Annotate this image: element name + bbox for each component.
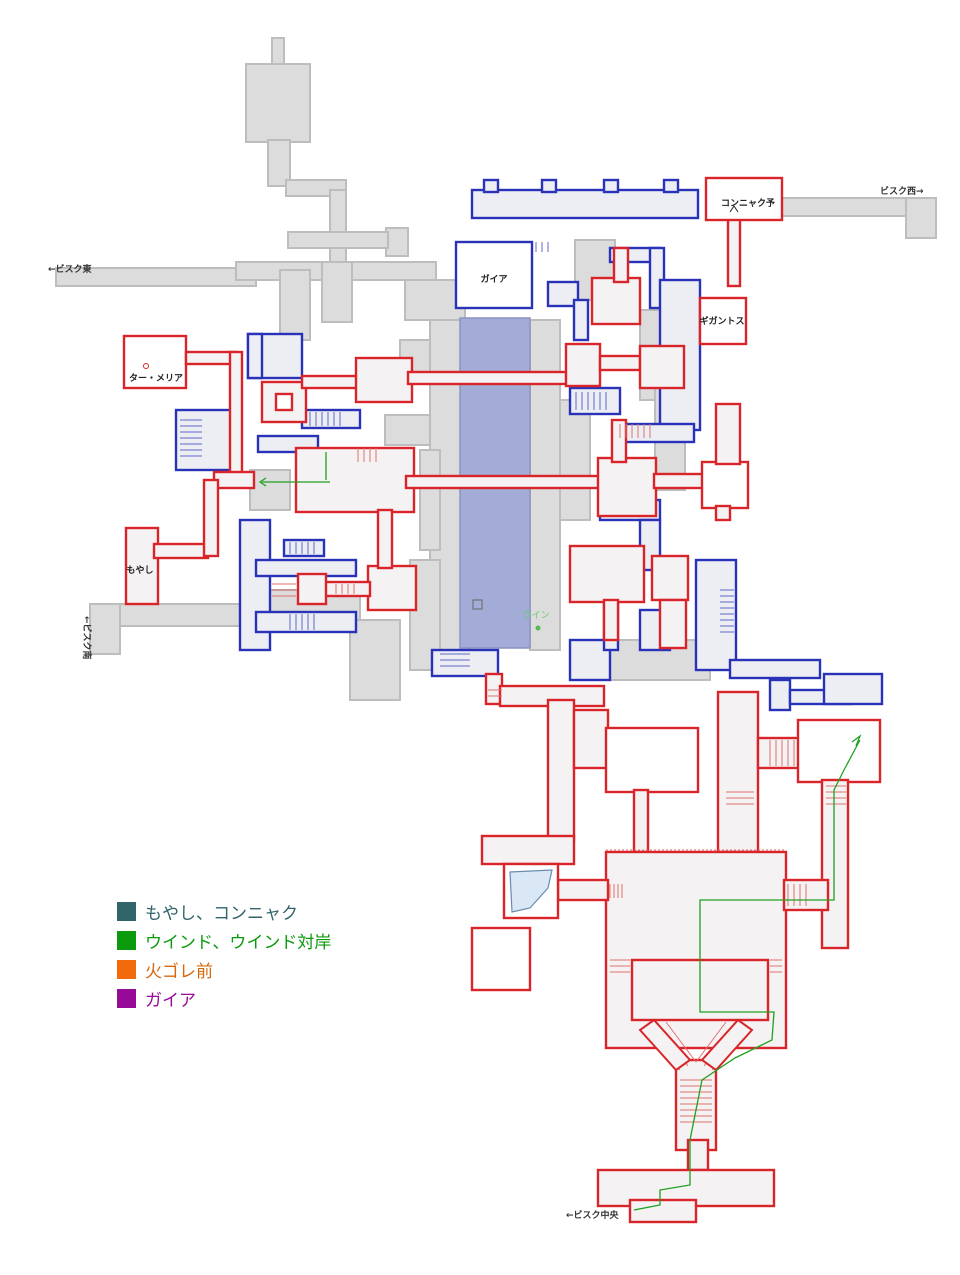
exit-label-bisque-center: ←ビスク中央	[566, 1209, 620, 1221]
legend-label: もやし、コンニャク	[145, 904, 298, 924]
stair-wing-left	[638, 1018, 692, 1072]
legend-label: 火ゴレ前	[145, 962, 213, 982]
blue-route	[174, 178, 884, 712]
tar-meria-marker	[143, 363, 149, 369]
legend: もやし、コンニャク ウインド、ウインド対岸 火ゴレ前 ガイア	[117, 897, 331, 1013]
room-label-gaia: ガイア	[480, 273, 507, 285]
legend-swatch	[117, 902, 136, 921]
room-label-moyashi: もやし	[126, 565, 153, 576]
pond	[509, 869, 553, 913]
legend-item-moyashi: もやし、コンニャク	[117, 897, 331, 926]
legend-label: ガイア	[145, 991, 196, 1011]
pool-marker	[472, 599, 483, 610]
room-label-konnyaku: コンニャク予	[721, 198, 775, 209]
legend-item-gaia: ガイア	[117, 984, 331, 1013]
room-label-wind: ウイン	[522, 610, 549, 621]
konnyaku-marker	[729, 205, 739, 213]
legend-label: ウインド、ウインド対岸	[145, 933, 332, 953]
exit-label-bisque-east: ←ビスク東	[48, 263, 92, 275]
stair-wing-right	[700, 1018, 754, 1072]
legend-swatch	[117, 960, 136, 979]
wind-marker	[535, 625, 541, 631]
wind-routes	[258, 452, 862, 1211]
legend-swatch	[117, 931, 136, 950]
legend-item-fire-golem: 火ゴレ前	[117, 955, 331, 984]
legend-swatch	[117, 989, 136, 1008]
legend-item-wind: ウインド、ウインド対岸	[117, 926, 331, 955]
room-label-gigantes: ギガントス	[699, 315, 744, 327]
exit-label-bisque-west: ビスク西→	[880, 185, 924, 197]
room-label-tar-meria: ター・メリア	[129, 372, 183, 384]
blue-stairs	[180, 242, 734, 667]
exit-label-bisque-south: ←ビスク南	[81, 616, 93, 660]
